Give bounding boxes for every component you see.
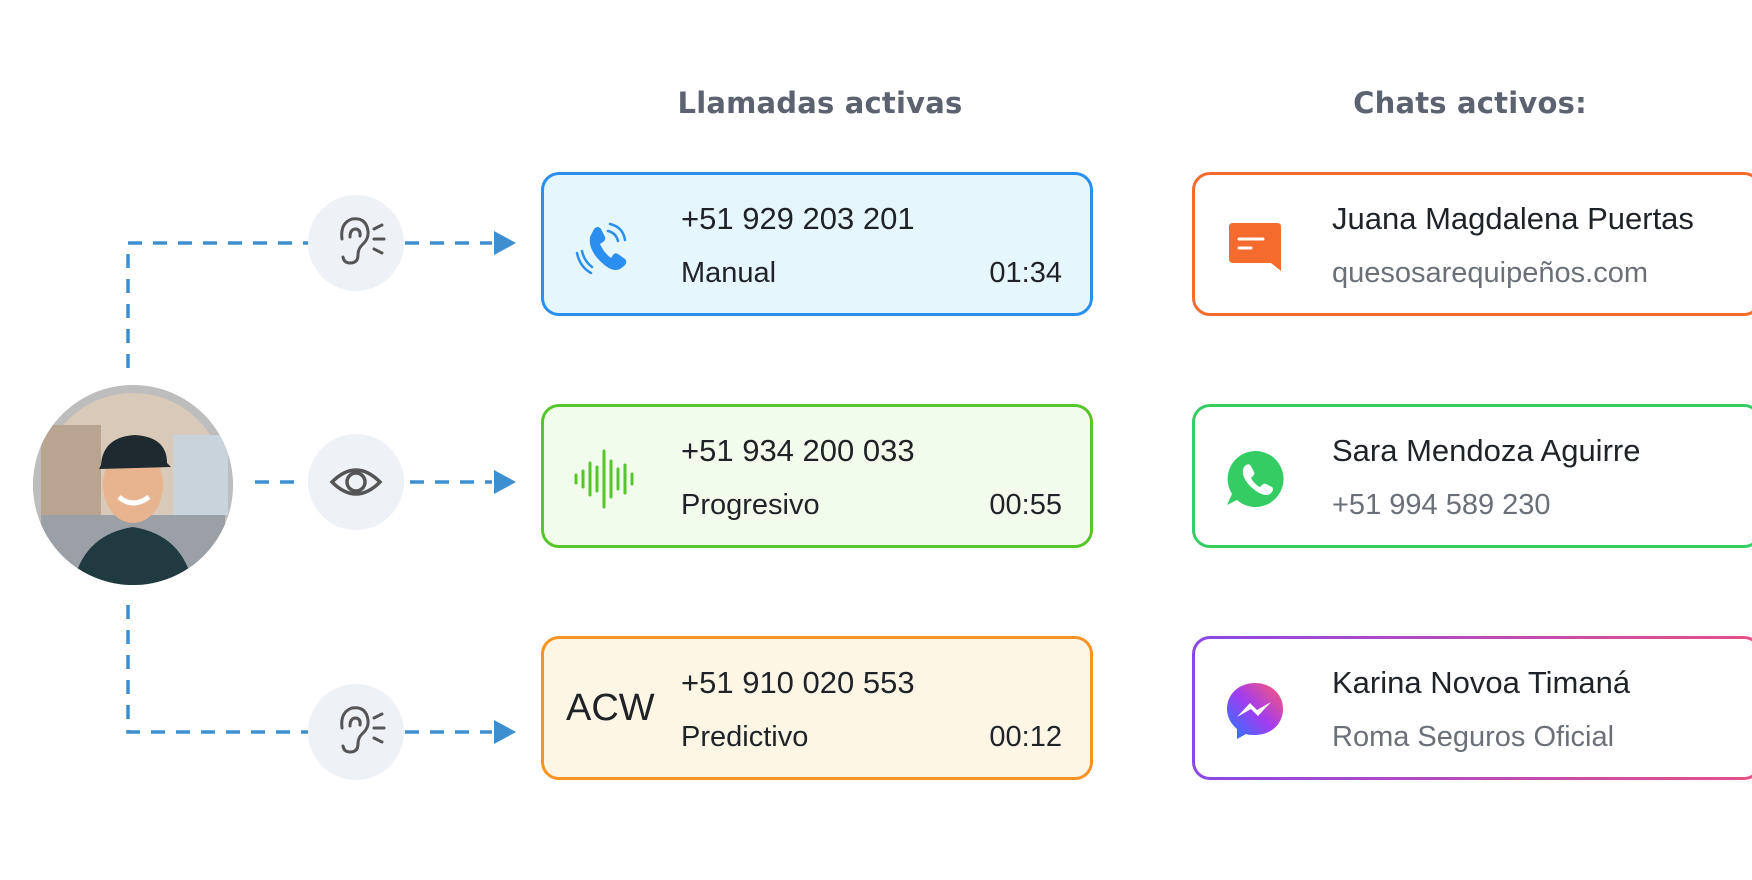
arrow-head (494, 720, 516, 744)
chat-contact-name: Sara Mendoza Aguirre (1332, 433, 1641, 468)
chat-contact-detail: quesosarequipeños.com (1332, 257, 1648, 289)
chat-contact-name: Juana Magdalena Puertas (1332, 201, 1694, 236)
arrow-head (494, 470, 516, 494)
acw-badge: ACW (566, 687, 655, 729)
call-phone-number: +51 934 200 033 (681, 433, 915, 468)
call-card[interactable]: +51 929 203 201 Manual 01:34 (541, 172, 1093, 316)
call-dial-mode: Manual (681, 257, 777, 289)
chat-contact-detail: Roma Seguros Oficial (1332, 721, 1615, 753)
chat-bubble-icon (1229, 223, 1281, 271)
chats-heading: Chats activos: (1353, 86, 1587, 120)
call-duration: 00:55 (989, 489, 1062, 521)
ear-listen-icon (340, 706, 386, 754)
watch-button[interactable] (308, 434, 404, 530)
listen-button[interactable] (308, 195, 404, 291)
call-phone-number: +51 929 203 201 (681, 201, 915, 236)
messenger-icon (1227, 683, 1283, 739)
eye-icon (329, 468, 383, 496)
ear-listen-icon (340, 217, 386, 265)
chat-card[interactable]: Juana Magdalena Puertas quesosarequipeño… (1192, 172, 1752, 316)
call-phone-number: +51 910 020 553 (681, 665, 915, 700)
chat-card[interactable]: Sara Mendoza Aguirre +51 994 589 230 (1192, 404, 1752, 548)
chat-contact-detail: +51 994 589 230 (1332, 489, 1551, 521)
whatsapp-icon (1227, 450, 1284, 507)
call-duration: 00:12 (989, 721, 1062, 753)
call-card[interactable]: ACW +51 910 020 553 Predictivo 00:12 (541, 636, 1093, 780)
call-card[interactable]: +51 934 200 033 Progresivo 00:55 (541, 404, 1093, 548)
call-duration: 01:34 (989, 257, 1062, 289)
phone-ringing-icon (575, 222, 627, 275)
chat-contact-name: Karina Novoa Timaná (1332, 665, 1631, 700)
sound-wave-icon (574, 449, 634, 509)
calls-heading: Llamadas activas (677, 86, 963, 120)
chat-card[interactable]: Karina Novoa Timaná Roma Seguros Oficial (1192, 636, 1752, 780)
call-dial-mode: Progresivo (681, 489, 820, 521)
listen-button[interactable] (308, 684, 404, 780)
agent-avatar[interactable] (33, 385, 233, 585)
call-dial-mode: Predictivo (681, 721, 809, 753)
arrow-head (494, 231, 516, 255)
